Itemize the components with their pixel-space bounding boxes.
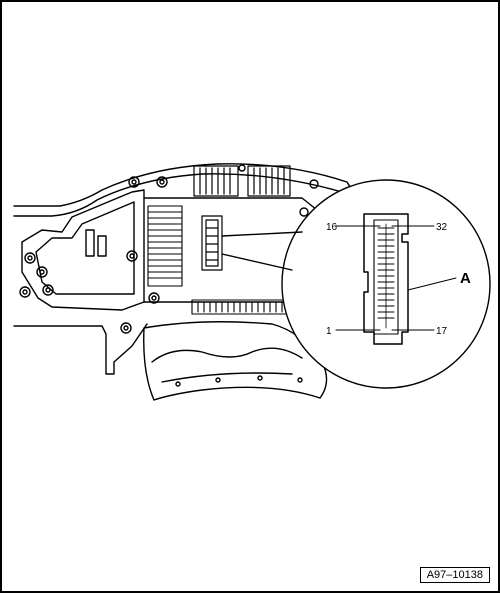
- pin-32-label: 32: [436, 222, 448, 233]
- bracket-tab: [85, 229, 95, 257]
- left-mounting-bracket: [21, 189, 145, 311]
- magnifier-leader-top: [221, 231, 303, 237]
- upper-vent-grille-left: [193, 165, 239, 197]
- pin-17-label: 17: [436, 326, 448, 337]
- pin-16-label: 16: [326, 222, 338, 233]
- lower-cover-holes: [175, 375, 303, 387]
- left-bracket-inner: [35, 201, 135, 295]
- upper-vent-grille-right: [247, 165, 291, 197]
- figure-reference-number: A97–10138: [419, 567, 490, 583]
- enlarged-connector: [363, 213, 409, 345]
- bracket-tab-2: [97, 235, 107, 257]
- board-connector: [201, 215, 223, 271]
- connector-pin-rows: [377, 223, 395, 329]
- cluster-housing-outline: [13, 163, 353, 207]
- lower-cover-ridge: [151, 347, 303, 363]
- callout-a-leader: [407, 277, 457, 291]
- lower-left-housing: [13, 323, 148, 375]
- screw-group: [19, 164, 319, 334]
- callout-a-label: A: [460, 270, 471, 287]
- cluster-housing-inner-outline: [13, 173, 343, 217]
- lower-cover-shell: [143, 321, 328, 401]
- magnifier-leader-bottom: [221, 253, 293, 271]
- lower-cover-lip: [161, 372, 293, 383]
- pin-1-label: 1: [326, 326, 332, 337]
- side-vent-grille: [147, 205, 183, 287]
